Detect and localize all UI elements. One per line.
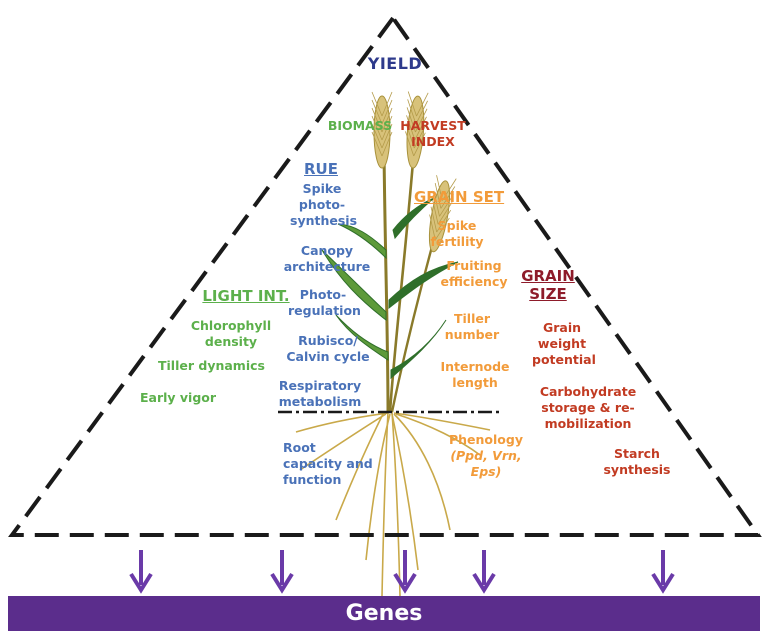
roots: [295, 411, 491, 597]
harvest-index-label: HARVEST INDEX: [400, 118, 466, 149]
light-int-item-early-vigor: Early vigor: [139, 390, 217, 405]
light-int-item-tiller-dynamics: Tiller dynamics: [158, 358, 265, 373]
rue-header: RUE: [304, 160, 338, 178]
wheat-plant-illustration: [295, 91, 491, 597]
yield-label: YIELD: [367, 54, 423, 73]
biomass-label: BIOMASS: [327, 118, 393, 133]
rue-item-rubisco-calvin-cycle: Rubisco/Calvin cycle: [286, 333, 370, 364]
leaves: [321, 197, 459, 380]
grain-set-item-phenology: Phenology (Ppd, Vrn, Eps): [449, 432, 523, 479]
yield-triangle-outline: [8, 14, 762, 537]
light-int-header: LIGHT INT.: [202, 287, 290, 305]
gene-arrows: [129, 550, 675, 594]
rue-item-photoregulation: Photo-regulation: [288, 287, 361, 318]
gene-arrow: [651, 550, 675, 594]
grain-set-header: GRAIN SET: [414, 188, 505, 206]
gene-arrow: [393, 550, 417, 594]
genes-bar: Genes: [8, 596, 760, 631]
gene-arrow: [270, 550, 294, 594]
spikes: [371, 91, 457, 253]
genes-label: Genes: [345, 601, 423, 626]
gene-arrow: [472, 550, 496, 594]
gene-arrow: [129, 550, 153, 594]
